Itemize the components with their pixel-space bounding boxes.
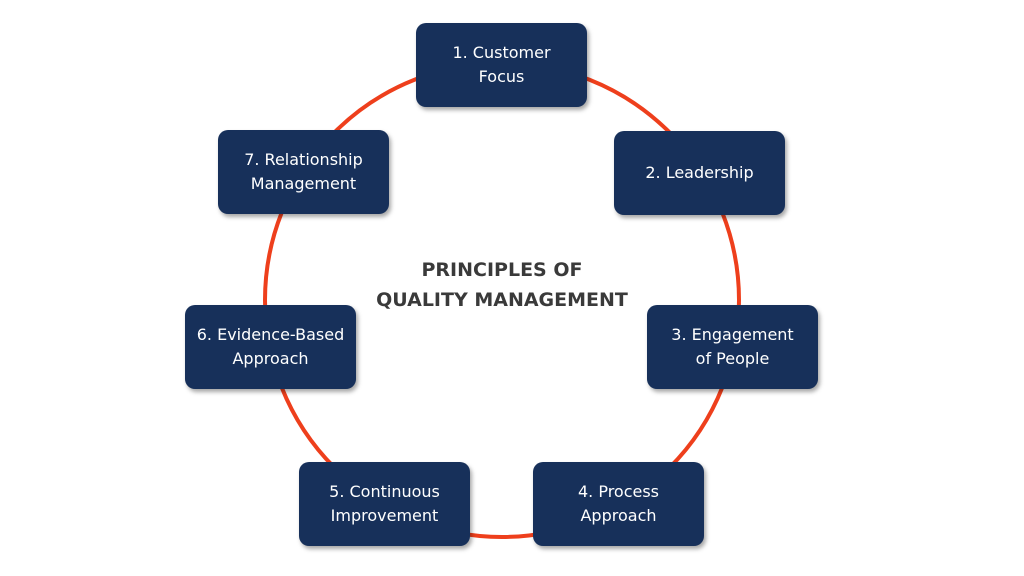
- principle-label: 2. Leadership: [645, 163, 754, 182]
- principle-label: 7. Relationship Management: [244, 150, 363, 193]
- principle-evidence-based-approach: 6. Evidence-Based Approach: [185, 305, 356, 389]
- title-line-1: PRINCIPLES OF: [421, 259, 583, 281]
- principle-label: 6. Evidence-Based Approach: [196, 325, 345, 368]
- principle-customer-focus: 1. Customer Focus: [416, 23, 587, 107]
- principle-process-approach: 4. Process Approach: [533, 462, 704, 546]
- principle-relationship-management: 7. Relationship Management: [218, 130, 389, 214]
- principle-label: 1. Customer Focus: [452, 43, 551, 86]
- principle-continuous-improvement: 5. Continuous Improvement: [299, 462, 470, 546]
- principle-leadership: 2. Leadership: [614, 131, 785, 215]
- diagram-title: PRINCIPLES OF QUALITY MANAGEMENT: [352, 255, 652, 315]
- principle-engagement-of-people: 3. Engagement of People: [647, 305, 818, 389]
- title-line-2: QUALITY MANAGEMENT: [376, 289, 628, 311]
- principle-label: 3. Engagement of People: [671, 325, 794, 368]
- principle-label: 5. Continuous Improvement: [329, 482, 440, 525]
- principle-label: 4. Process Approach: [577, 482, 660, 525]
